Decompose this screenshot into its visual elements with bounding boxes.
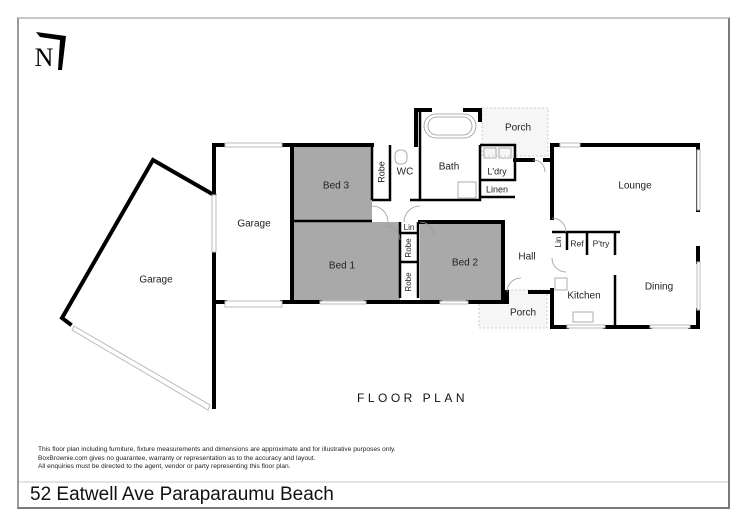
room-label-dining: Dining [645,282,673,293]
disclaimer-line: All enquiries must be directed to the ag… [38,463,291,470]
door-swings [371,159,567,293]
floor-plan-title: FLOOR PLAN [357,391,469,405]
room-label-robe-bed2: Robe [404,238,413,258]
porch-areas [478,107,549,329]
room-label-bath: Bath [439,162,460,173]
room-label-porch-bottom: Porch [510,308,536,319]
disclaimer-line: BoxBrownie.com gives no guarantee, warra… [38,454,316,462]
room-label-hall: Hall [518,252,535,263]
walls [59,108,700,409]
page-frame [17,17,730,509]
room-label-robe-bed3: Robe [376,161,386,183]
room-label-porch-top: Porch [505,123,531,134]
room-label-bed1: Bed 1 [329,261,356,272]
room-label-bed2: Bed 2 [452,258,479,269]
north-letter: N [35,43,54,72]
disclaimer-line: This floor plan including furniture, fix… [38,446,396,453]
room-label-pantry: P'try [593,238,610,248]
bed3-floor [292,145,372,221]
bed1-floor [292,222,400,302]
room-label-ref: Ref [570,238,584,248]
divider [19,481,728,483]
room-label-garage-main: Garage [139,275,173,286]
room-label-laundry: L'dry [487,166,507,176]
north-arrow-icon: N [35,32,66,72]
room-label-bed3: Bed 3 [323,181,350,192]
room-label-lounge: Lounge [618,181,652,192]
room-label-lin-kitchen: Lin [554,237,563,248]
room-label-kitchen: Kitchen [567,291,600,302]
fixtures [394,113,594,323]
room-label-wc: WC [397,167,414,178]
property-address: 52 Eatwell Ave Paraparaumu Beach [30,484,334,505]
room-label-lin-hall: Lin [404,223,415,232]
room-label-linen: Linen [486,184,508,194]
disclaimer: This floor plan including furniture, fix… [38,446,396,472]
windows [71,142,701,411]
room-label-robe-bed1: Robe [404,272,413,292]
room-label-garage-side: Garage [237,219,271,230]
